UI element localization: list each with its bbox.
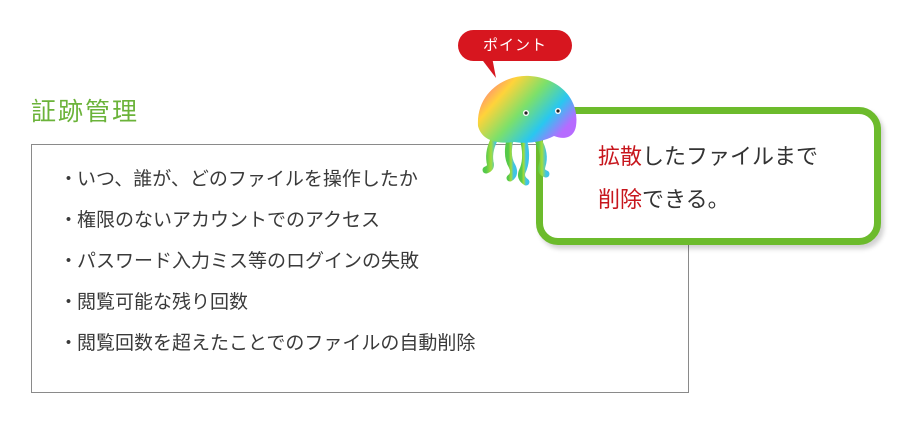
jellyfish-mascot-icon [477, 75, 577, 186]
callout-line-1: 拡散したファイルまで [598, 136, 818, 179]
feature-list: ・いつ、誰が、どのファイルを操作したか ・権限のないアカウントでのアクセス ・パ… [59, 169, 475, 374]
bullet: ・ [59, 168, 79, 190]
list-item: ・権限のないアカウントでのアクセス [59, 210, 475, 230]
callout-text-rest: したファイルまで [642, 145, 819, 170]
list-item-text: 権限のないアカウントでのアクセス [77, 209, 381, 231]
section-title: 証跡管理 [31, 97, 140, 126]
list-item-text: パスワード入力ミス等のログインの失敗 [77, 250, 420, 272]
point-badge-bubble [458, 30, 572, 78]
bullet: ・ [59, 250, 79, 272]
list-item: ・いつ、誰が、どのファイルを操作したか [59, 169, 475, 189]
callout-highlight: 削除 [598, 188, 643, 213]
bullet: ・ [59, 332, 79, 354]
list-item: ・パスワード入力ミス等のログインの失敗 [59, 251, 475, 271]
bullet: ・ [59, 291, 79, 313]
callout-text-rest: できる。 [642, 188, 730, 213]
bullet: ・ [59, 209, 79, 231]
callout-line-2: 削除できる。 [598, 179, 818, 222]
point-callout: 拡散したファイルまで 削除できる。 [536, 107, 881, 245]
list-item: ・閲覧回数を超えたことでのファイルの自動削除 [59, 333, 475, 353]
callout-highlight: 拡散 [598, 145, 643, 170]
list-item-text: いつ、誰が、どのファイルを操作したか [77, 168, 418, 190]
list-item-text: 閲覧回数を超えたことでのファイルの自動削除 [77, 332, 476, 354]
list-item-text: 閲覧可能な残り回数 [77, 291, 249, 313]
callout-text: 拡散したファイルまで 削除できる。 [598, 136, 818, 222]
feature-list-box: ・いつ、誰が、どのファイルを操作したか ・権限のないアカウントでのアクセス ・パ… [31, 144, 689, 393]
list-item: ・閲覧可能な残り回数 [59, 292, 475, 312]
point-badge-label: ポイント [482, 36, 547, 54]
